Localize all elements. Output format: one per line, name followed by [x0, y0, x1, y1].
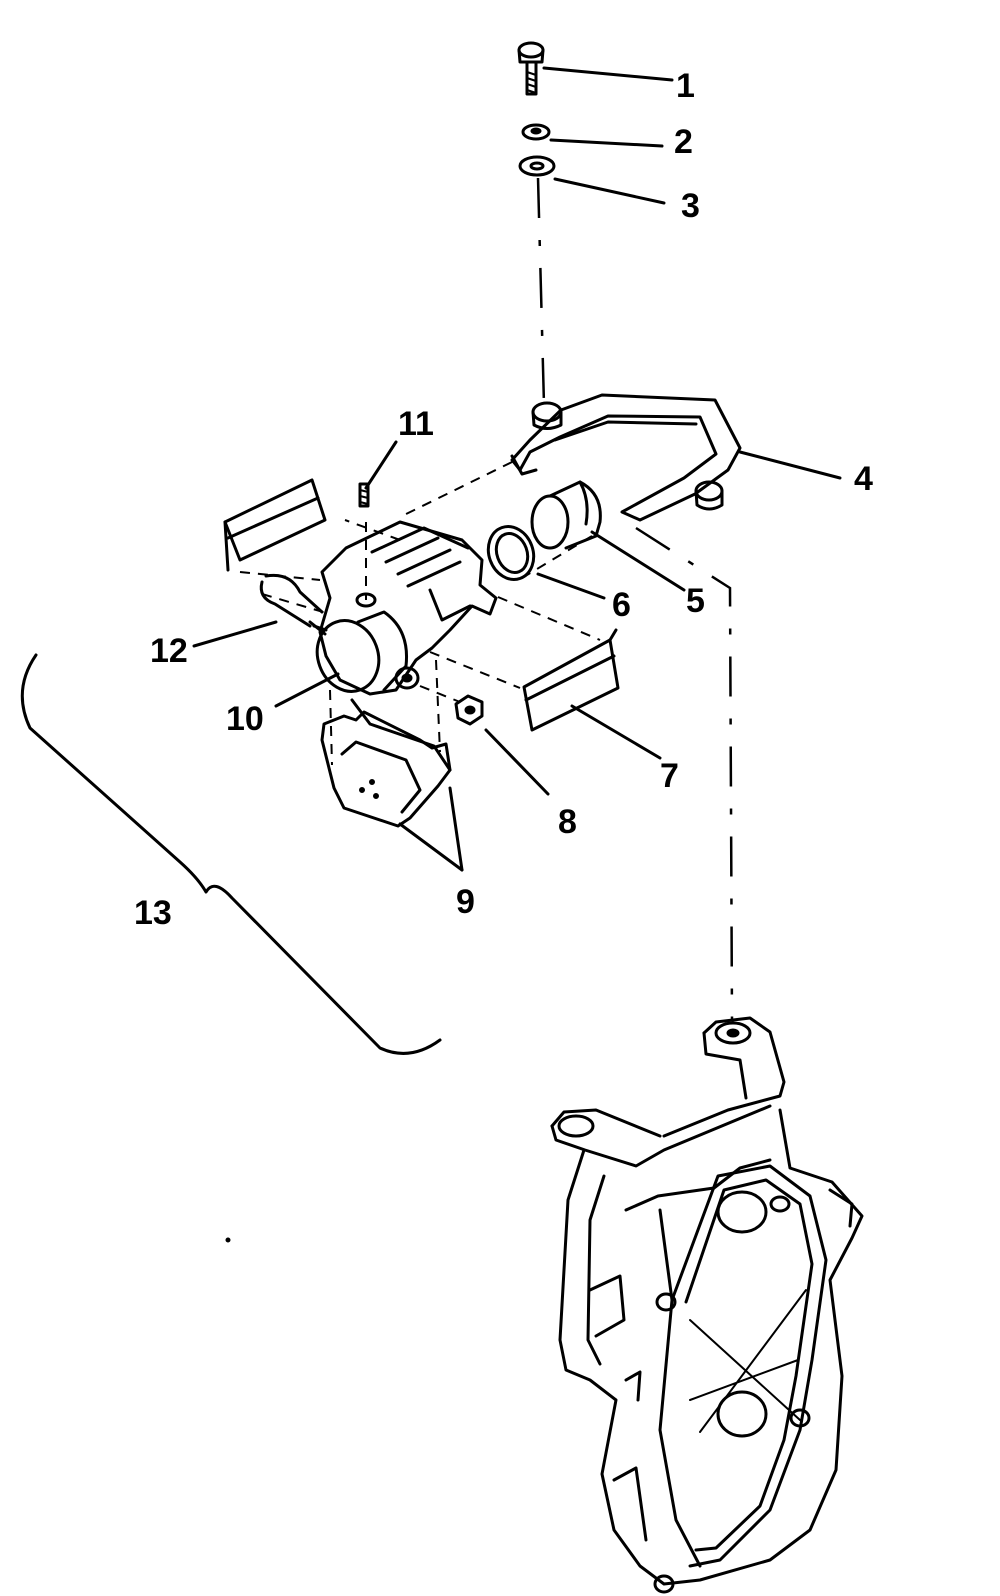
callout-1: 1 — [676, 67, 695, 105]
leader-lines — [192, 66, 842, 872]
assembly-lines — [239, 461, 734, 1021]
stray-dot — [225, 1237, 231, 1243]
callout-11: 11 — [398, 405, 434, 443]
part-flat-washer — [518, 155, 556, 177]
callout-9: 9 — [456, 883, 475, 921]
callout-4: 4 — [854, 460, 873, 498]
callout-3: 3 — [681, 187, 700, 225]
part-nut — [454, 694, 484, 726]
part-pad-clip-upper — [223, 478, 327, 572]
callout-7: 7 — [660, 757, 679, 795]
callout-5: 5 — [686, 582, 705, 620]
bolt-axis-line — [536, 177, 546, 406]
part-bleeder-screw — [358, 482, 370, 508]
part-piston — [530, 480, 602, 550]
part-bolt — [517, 41, 545, 96]
callout-12: 12 — [150, 632, 188, 670]
part-lock-washer — [521, 123, 551, 141]
callout-8: 8 — [558, 803, 577, 841]
part-seal — [486, 525, 536, 581]
part-caliper-body — [312, 520, 498, 696]
assembly-brace — [20, 653, 442, 1055]
part-brake-pads — [320, 698, 452, 828]
part-caliper-bracket — [510, 393, 742, 522]
callout-labels: 1 2 3 4 5 6 7 8 9 10 11 12 13 — [134, 67, 873, 932]
part-housing — [550, 1016, 864, 1594]
callout-6: 6 — [612, 586, 631, 624]
callout-2: 2 — [674, 123, 693, 161]
callout-13: 13 — [134, 894, 172, 932]
part-pad-clip — [522, 628, 620, 732]
callout-10: 10 — [226, 700, 264, 738]
